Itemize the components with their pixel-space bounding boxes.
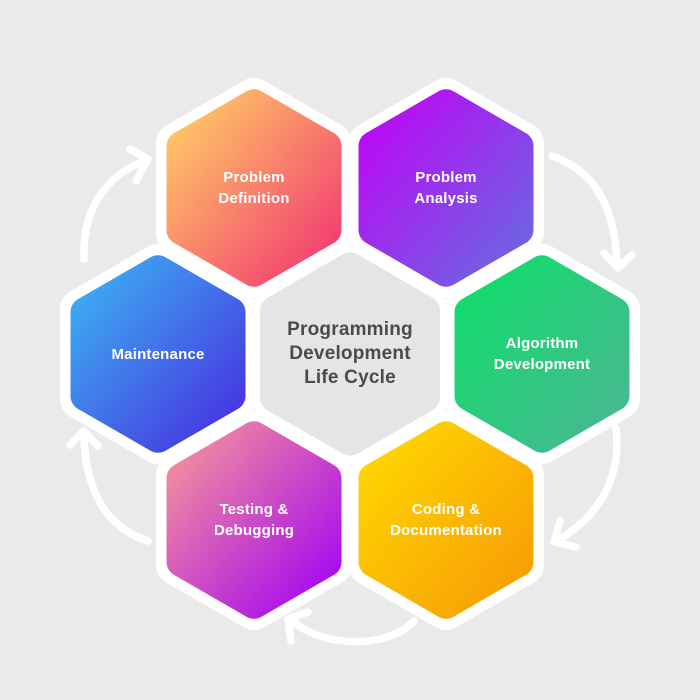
flow-arrow-bottom-left [66, 427, 152, 545]
flow-arrow-top-left [80, 145, 152, 263]
hexagon-maintenance [70, 255, 246, 453]
flow-arrows [66, 145, 636, 646]
hexagon-testing-debugging [166, 421, 342, 619]
hexagon-problem-definition [166, 89, 342, 287]
flow-arrow-top-right [548, 152, 636, 272]
flow-arrow-bottom-right [550, 424, 621, 551]
flow-arrow-bottom [284, 608, 418, 646]
center-hexagon [260, 252, 440, 456]
hexagon-algorithm-development [454, 255, 630, 453]
hexagon-coding-documentation [358, 421, 534, 619]
hexagon-problem-analysis [358, 89, 534, 287]
